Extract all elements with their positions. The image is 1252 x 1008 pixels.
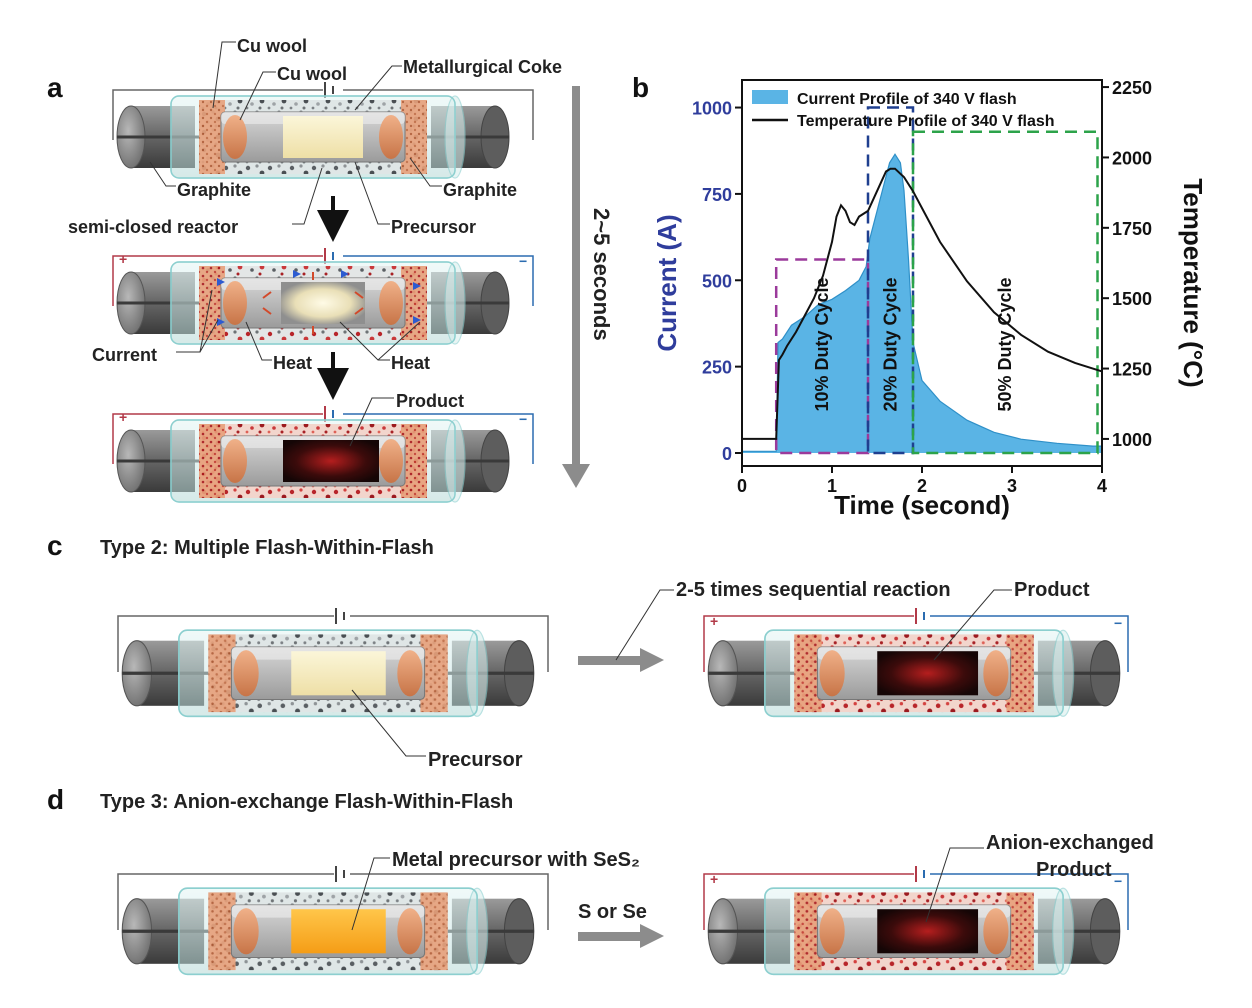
duty-cycle-box-1 bbox=[774, 258, 870, 455]
y-left-axis-label: Current (A) bbox=[652, 214, 682, 351]
panel-label-d: d bbox=[47, 784, 64, 815]
callout-line bbox=[349, 397, 394, 447]
y-right-tick-label: 1500 bbox=[1112, 289, 1152, 309]
y-right-tick-label: 1000 bbox=[1112, 430, 1152, 450]
label-time-span: 2~5 seconds bbox=[589, 208, 614, 341]
y-right-tick-label: 1750 bbox=[1112, 219, 1152, 239]
panel-d-title: Type 3: Anion-exchange Flash-Within-Flas… bbox=[100, 791, 513, 813]
plus-sign: + bbox=[710, 613, 718, 629]
arrow-head-icon bbox=[640, 648, 664, 672]
reactor-diagram-d-after: + − bbox=[703, 866, 1129, 976]
y-left-tick-label: 0 bbox=[722, 444, 732, 464]
callout-line bbox=[351, 689, 426, 757]
duty-cycle-label-3: 50% Duty Cycle bbox=[995, 277, 1015, 411]
legend-swatch-current bbox=[752, 90, 788, 104]
chart-current-temperature: 10% Duty Cycle 20% Duty Cycle 50% Duty Cyc… bbox=[652, 78, 1208, 520]
x-tick-label: 4 bbox=[1097, 476, 1107, 496]
y-right-tick-label: 1250 bbox=[1112, 360, 1152, 380]
series-temperature-line bbox=[742, 167, 1103, 440]
minus-sign: − bbox=[1114, 873, 1122, 889]
label-heat-2: Heat bbox=[391, 353, 430, 373]
minus-sign: − bbox=[519, 253, 527, 269]
label-cu-wool-1: Cu wool bbox=[237, 36, 307, 56]
label-precursor-a: Precursor bbox=[391, 217, 476, 237]
label-product-c: Product bbox=[1014, 579, 1090, 601]
reactor-diagram-1 bbox=[112, 82, 534, 180]
label-product-a: Product bbox=[396, 391, 464, 411]
label-heat-1: Heat bbox=[273, 353, 312, 373]
callout-line bbox=[409, 157, 442, 187]
callout-line bbox=[149, 161, 176, 187]
callout-line bbox=[925, 847, 984, 923]
plus-sign: + bbox=[710, 871, 718, 887]
label-anion-product-2: Product bbox=[1036, 859, 1112, 881]
series-current-area bbox=[742, 154, 1102, 453]
duty-cycle-label-1: 10% Duty Cycle bbox=[812, 277, 832, 411]
y-left-tick-label: 750 bbox=[702, 185, 732, 205]
callout-line bbox=[354, 161, 390, 225]
callout-line bbox=[615, 589, 674, 661]
panel-label-a: a bbox=[47, 72, 63, 103]
time-arrow bbox=[572, 86, 580, 468]
label-graphite-left: Graphite bbox=[177, 180, 251, 200]
label-precursor-c: Precursor bbox=[428, 749, 523, 771]
label-sequential-reaction: 2-5 times sequential reaction bbox=[676, 579, 951, 601]
right-arrow-icon bbox=[578, 656, 642, 665]
x-tick-label: 1 bbox=[827, 476, 837, 496]
callout-line bbox=[351, 857, 390, 931]
y-left-tick-label: 250 bbox=[702, 358, 732, 378]
minus-sign: − bbox=[1114, 615, 1122, 631]
callout-line bbox=[212, 41, 236, 109]
y-left-tick-label: 500 bbox=[702, 271, 732, 291]
reactor-diagram-c-after: + − bbox=[703, 608, 1129, 718]
callout-line bbox=[199, 319, 219, 353]
right-arrow-icon bbox=[578, 932, 642, 941]
callout-line bbox=[933, 589, 1012, 661]
duty-cycle-label-2: 20% Duty Cycle bbox=[881, 277, 901, 411]
panel-c-title: Type 2: Multiple Flash-Within-Flash bbox=[100, 537, 434, 559]
legend-label-current: Current Profile of 340 V flash bbox=[797, 91, 1017, 108]
x-axis-label: Time (second) bbox=[834, 490, 1010, 520]
arrow-head-icon bbox=[562, 464, 590, 488]
callout-line bbox=[377, 321, 421, 361]
y-right-tick-label: 2250 bbox=[1112, 78, 1152, 98]
x-tick-label: 0 bbox=[737, 476, 747, 496]
label-metallurgical-coke: Metallurgical Coke bbox=[403, 57, 562, 77]
legend-label-temperature: Temperature Profile of 340 V flash bbox=[797, 113, 1055, 130]
x-tick-label: 3 bbox=[1007, 476, 1017, 496]
label-semi-closed-reactor: semi-closed reactor bbox=[68, 217, 238, 237]
callout-line bbox=[239, 71, 276, 121]
panel-label-c: c bbox=[47, 530, 63, 561]
label-s-or-se: S or Se bbox=[578, 901, 647, 923]
label-metal-precursor: Metal precursor with SeS₂ bbox=[392, 849, 640, 871]
label-anion-product-1: Anion-exchanged bbox=[986, 832, 1154, 854]
duty-cycle-box-3 bbox=[911, 130, 1099, 455]
series-current-line bbox=[742, 153, 1102, 452]
plus-sign: + bbox=[119, 251, 127, 267]
label-graphite-right: Graphite bbox=[443, 180, 517, 200]
panel-label-b: b bbox=[632, 72, 649, 103]
label-current: Current bbox=[92, 345, 157, 365]
reactor-diagram-3: + − bbox=[112, 406, 534, 504]
arrow-head-icon bbox=[640, 924, 664, 948]
callout-line bbox=[292, 167, 323, 225]
plus-sign: + bbox=[119, 409, 127, 425]
reactor-diagram-2: + − bbox=[112, 248, 534, 346]
minus-sign: − bbox=[519, 411, 527, 427]
reactor-diagram-d-before bbox=[117, 866, 549, 976]
reactor-diagram-c-before bbox=[117, 608, 549, 718]
x-tick-label: 2 bbox=[917, 476, 927, 496]
y-left-tick-label: 1000 bbox=[692, 99, 732, 119]
y-right-axis-label: Temperature (°C) bbox=[1178, 178, 1208, 387]
callout-line bbox=[245, 321, 272, 361]
label-cu-wool-2: Cu wool bbox=[277, 64, 347, 84]
y-right-tick-label: 2000 bbox=[1112, 148, 1152, 168]
callout-line bbox=[354, 65, 402, 111]
